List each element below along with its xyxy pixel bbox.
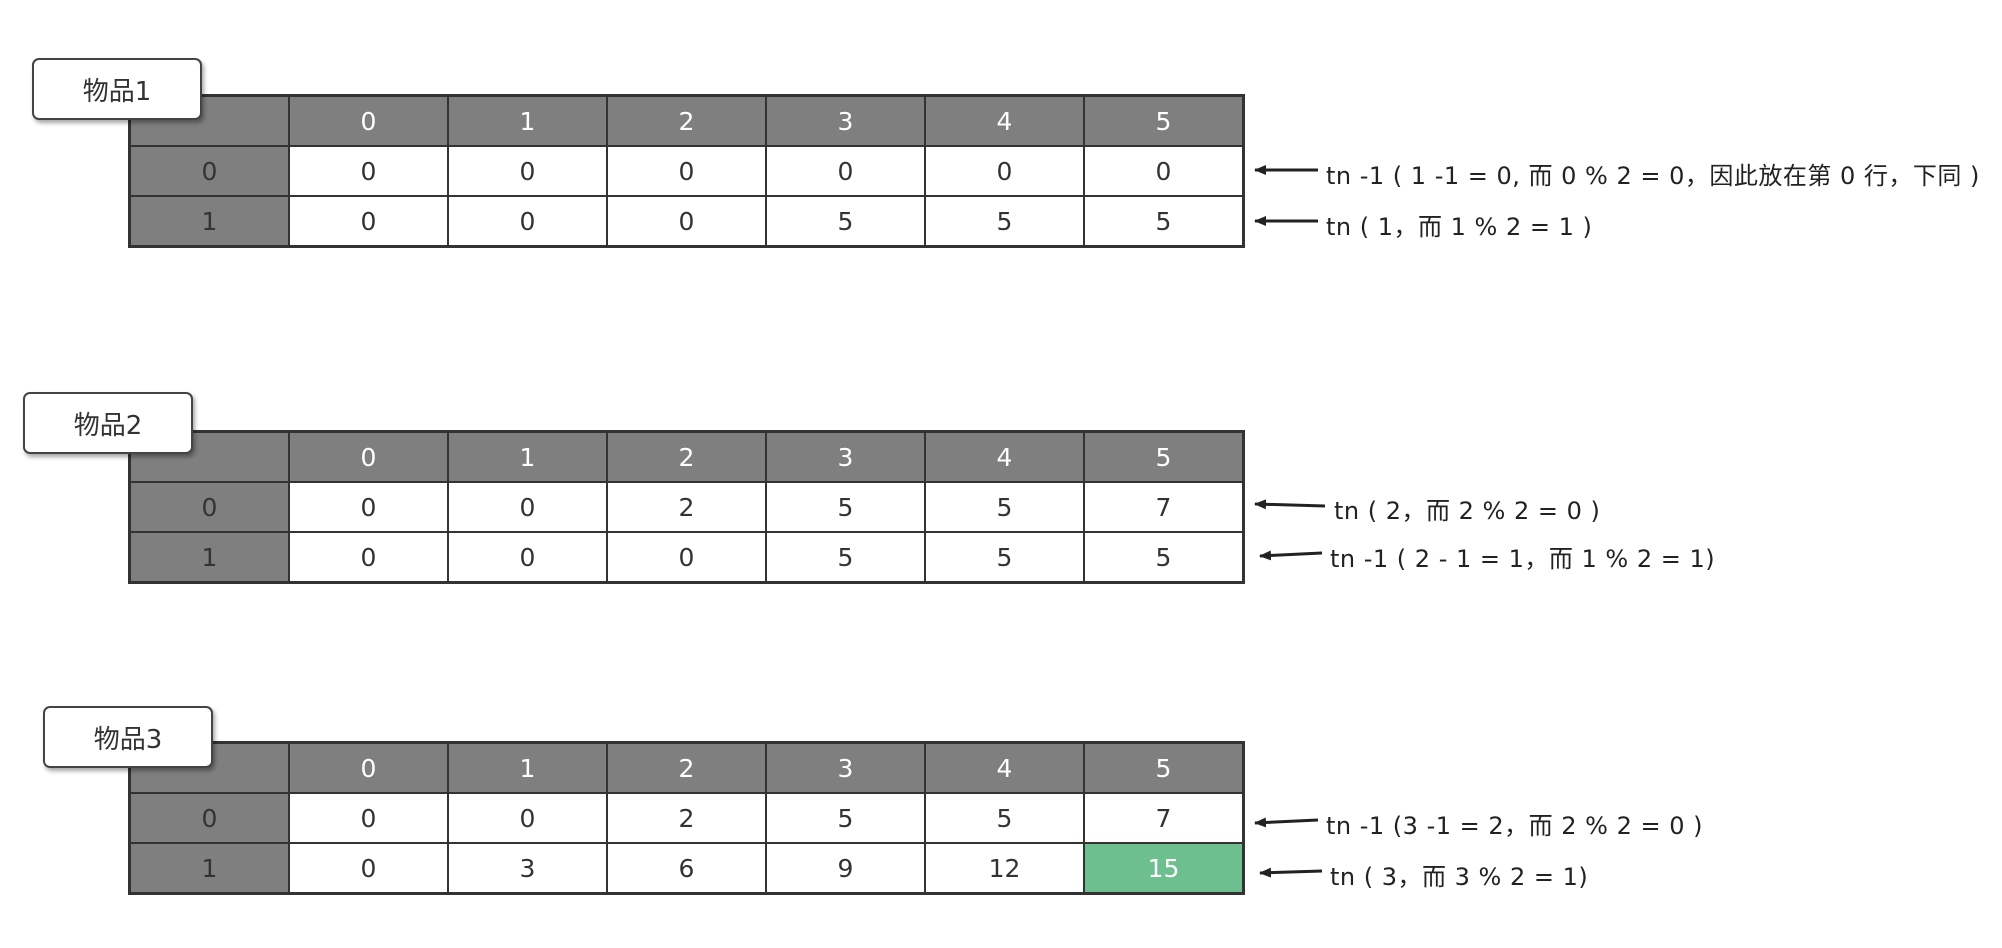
- arrow-icon: [1259, 550, 1323, 561]
- col-header: 0: [288, 94, 449, 147]
- table-cell: 2: [606, 792, 767, 844]
- table-cell: 0: [765, 145, 926, 197]
- row-note: tn -1 (3 -1 = 2，而 2 % 2 = 0 ): [1326, 812, 1703, 840]
- result-cell: 15: [1083, 842, 1245, 895]
- col-header: 2: [606, 94, 767, 147]
- table-row: 1 0 0 0 5 5 5: [128, 531, 1245, 584]
- table-cell: 0: [288, 145, 449, 197]
- table-cell: 5: [765, 195, 926, 248]
- table-cell: 5: [924, 531, 1085, 584]
- table-cell: 0: [288, 531, 449, 584]
- table-cell: 0: [288, 792, 449, 844]
- table-cell: 0: [924, 145, 1085, 197]
- col-header: 4: [924, 741, 1085, 794]
- item-label-3: 物品3: [43, 706, 213, 768]
- table-cell: 0: [447, 145, 608, 197]
- table-cell: 0: [447, 531, 608, 584]
- dp-table-1: 0 1 2 3 4 5 0 0 0 0 0 0 0 1 0 0 0 5 5 5: [128, 94, 1245, 248]
- col-header: 3: [765, 430, 926, 483]
- table-cell: 0: [606, 145, 767, 197]
- table-cell: 0: [447, 481, 608, 533]
- table-cell: 5: [924, 195, 1085, 248]
- col-header: 2: [606, 430, 767, 483]
- col-header: 5: [1083, 430, 1245, 483]
- table-cell: 0: [288, 195, 449, 248]
- row-note: tn ( 1，而 1 % 2 = 1 ): [1326, 213, 1593, 241]
- table-cell: 0: [606, 195, 767, 248]
- table-cell: 3: [447, 842, 608, 895]
- table-cell: 2: [606, 481, 767, 533]
- col-header: 5: [1083, 94, 1245, 147]
- col-header: 4: [924, 430, 1085, 483]
- table-cell: 5: [1083, 195, 1245, 248]
- table-row: 1 0 3 6 9 12 15: [128, 842, 1245, 895]
- dp-table-2: 0 1 2 3 4 5 0 0 0 2 5 5 7 1 0 0 0 5 5 5: [128, 430, 1245, 584]
- table-cell: 5: [765, 531, 926, 584]
- row-header: 1: [128, 531, 290, 584]
- col-header: 5: [1083, 741, 1245, 794]
- header-row: 0 1 2 3 4 5: [128, 94, 1245, 147]
- col-header: 1: [447, 94, 608, 147]
- row-note: tn -1 ( 1 -1 = 0, 而 0 % 2 = 0，因此放在第 0 行，…: [1326, 162, 1980, 190]
- col-header: 0: [288, 430, 449, 483]
- table-cell: 7: [1083, 792, 1245, 844]
- row-note: tn -1 ( 2 - 1 = 1，而 1 % 2 = 1): [1330, 545, 1716, 573]
- table-cell: 5: [924, 481, 1085, 533]
- col-header: 3: [765, 741, 926, 794]
- corner-cell: [128, 430, 290, 483]
- item-label-2: 物品2: [23, 392, 193, 454]
- table-cell: 12: [924, 842, 1085, 895]
- header-row: 0 1 2 3 4 5: [128, 430, 1245, 483]
- col-header: 3: [765, 94, 926, 147]
- table-cell: 0: [288, 842, 449, 895]
- dp-table-3: 0 1 2 3 4 5 0 0 0 2 5 5 7 1 0 3 6 9 12 1…: [128, 741, 1245, 895]
- col-header: 4: [924, 94, 1085, 147]
- item-label-1: 物品1: [32, 58, 202, 120]
- arrow-icon: [1254, 817, 1319, 828]
- col-header: 0: [288, 741, 449, 794]
- table-cell: 5: [924, 792, 1085, 844]
- table-cell: 0: [606, 531, 767, 584]
- table-cell: 7: [1083, 481, 1245, 533]
- row-header: 1: [128, 842, 290, 895]
- table-row: 1 0 0 0 5 5 5: [128, 195, 1245, 248]
- table-cell: 0: [447, 792, 608, 844]
- row-header: 0: [128, 792, 290, 844]
- table-cell: 0: [1083, 145, 1245, 197]
- row-note: tn ( 2，而 2 % 2 = 0 ): [1334, 497, 1601, 525]
- table-cell: 0: [288, 481, 449, 533]
- col-header: 2: [606, 741, 767, 794]
- row-note: tn ( 3，而 3 % 2 = 1): [1330, 863, 1589, 891]
- table-row: 0 0 0 2 5 5 7: [128, 792, 1245, 844]
- table-cell: 6: [606, 842, 767, 895]
- row-header: 0: [128, 145, 290, 197]
- row-header: 0: [128, 481, 290, 533]
- row-header: 1: [128, 195, 290, 248]
- table-row: 0 0 0 0 0 0 0: [128, 145, 1245, 197]
- arrow-icon: [1259, 867, 1323, 878]
- header-row: 0 1 2 3 4 5: [128, 741, 1245, 794]
- table-cell: 0: [447, 195, 608, 248]
- table-cell: 9: [765, 842, 926, 895]
- table-cell: 5: [765, 792, 926, 844]
- table-cell: 5: [1083, 531, 1245, 584]
- table-cell: 5: [765, 481, 926, 533]
- table-row: 0 0 0 2 5 5 7: [128, 481, 1245, 533]
- col-header: 1: [447, 741, 608, 794]
- col-header: 1: [447, 430, 608, 483]
- arrow-icon: [1254, 499, 1326, 510]
